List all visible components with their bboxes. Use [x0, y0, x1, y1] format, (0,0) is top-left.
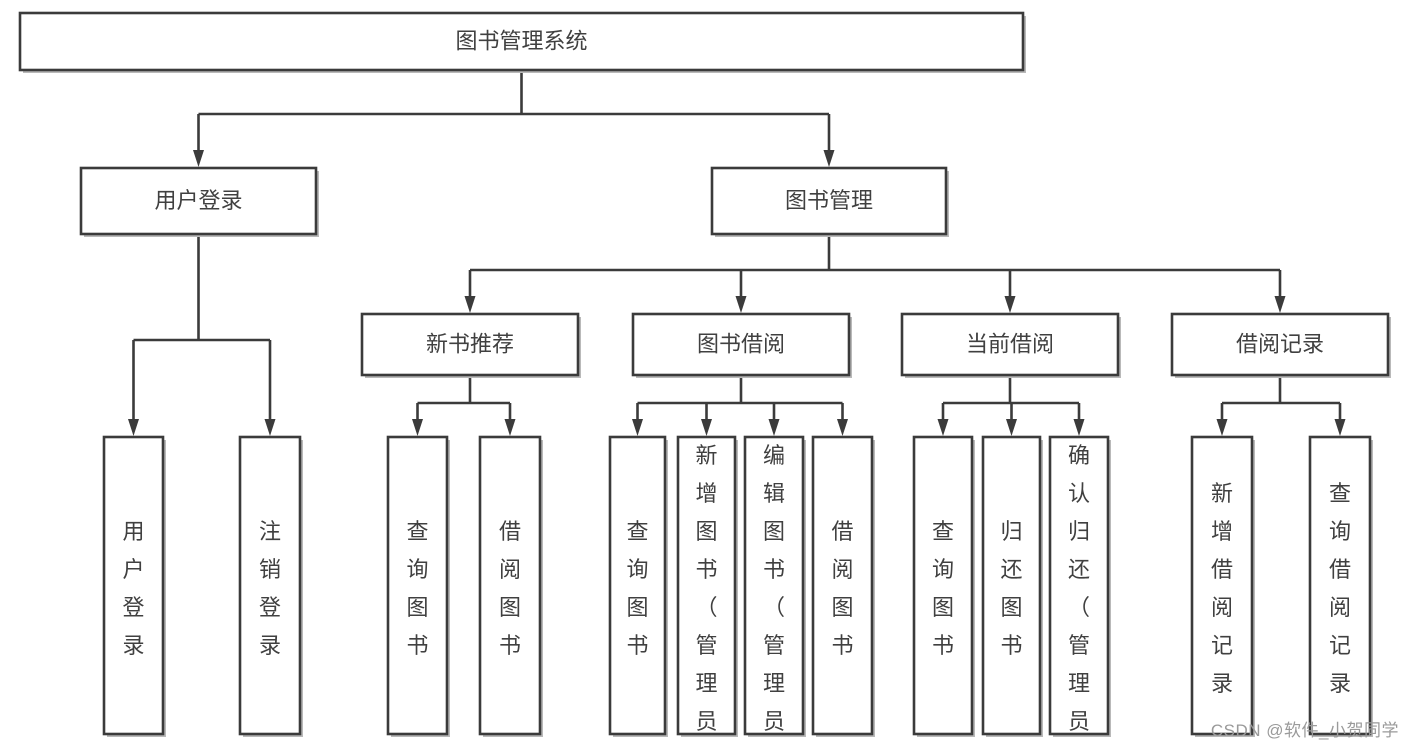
node-box: [79, 166, 318, 236]
arrow-head-icon: [1006, 419, 1017, 436]
arrow-head-icon: [768, 419, 780, 436]
node-leaf-new-query[interactable]: 查询图书: [386, 435, 450, 737]
edge-group: [193, 70, 835, 167]
arrow-head-icon: [464, 296, 476, 313]
node-leaf-bw-borrow[interactable]: 借阅图书: [811, 435, 875, 737]
node-layer: 图书管理系统用户登录图书管理新书推荐图书借阅当前借阅借阅记录用户登录注销登录查询…: [18, 11, 1391, 747]
node-label: 用户登录: [122, 519, 144, 658]
node-box: [386, 435, 449, 736]
node-label: 查询图书: [932, 519, 954, 658]
arrow-head-icon: [937, 419, 949, 436]
node-box: [743, 435, 805, 736]
node-leaf-cur-confirm[interactable]: 确认归还（管理员）: [1048, 435, 1111, 747]
arrow-head-icon: [1334, 419, 1346, 436]
edge-group: [1216, 375, 1346, 436]
node-records[interactable]: 借阅记录: [1170, 312, 1391, 378]
node-box: [811, 435, 874, 736]
node-box: [1190, 435, 1254, 736]
node-current[interactable]: 当前借阅: [900, 312, 1121, 378]
arrow-head-icon: [735, 296, 747, 313]
node-leaf-rec-query[interactable]: 查询借阅记录: [1308, 435, 1373, 737]
edge-group: [937, 375, 1085, 436]
node-label: 新增借阅记录: [1211, 481, 1233, 696]
arrow-head-icon: [1274, 296, 1286, 313]
node-box: [676, 435, 737, 736]
node-label: 用户登录: [154, 188, 242, 213]
arrow-head-icon: [632, 419, 643, 436]
node-box: [912, 435, 974, 736]
arrow-head-icon: [264, 419, 276, 436]
node-bookmgmt[interactable]: 图书管理: [710, 166, 949, 237]
watermark-text: CSDN @软件_小贺同学: [1210, 721, 1399, 740]
node-box: [981, 435, 1042, 736]
node-label: 注销登录: [259, 519, 281, 658]
node-label: 查询图书: [626, 519, 648, 658]
arrow-head-icon: [504, 419, 516, 436]
arrow-head-icon: [837, 419, 848, 436]
node-leaf-user-login[interactable]: 用户登录: [102, 435, 166, 737]
node-box: [1308, 435, 1372, 736]
node-newbook[interactable]: 新书推荐: [360, 312, 581, 378]
edge-group: [412, 375, 516, 436]
node-root[interactable]: 图书管理系统: [18, 11, 1026, 73]
node-label: 新书推荐: [426, 331, 514, 356]
node-label: 图书管理: [785, 188, 873, 213]
node-label: 归还图书: [1000, 519, 1022, 658]
arrow-head-icon: [1216, 419, 1228, 436]
node-box: [102, 435, 165, 736]
node-box: [608, 435, 667, 736]
node-label: 图书借阅: [697, 331, 785, 356]
node-login[interactable]: 用户登录: [79, 166, 319, 237]
node-leaf-bw-edit[interactable]: 编辑图书（管理员）: [743, 435, 806, 747]
node-leaf-cur-return[interactable]: 归还图书: [981, 435, 1043, 737]
node-leaf-new-borrow[interactable]: 借阅图书: [478, 435, 543, 737]
node-label: 借阅图书: [831, 519, 853, 658]
node-leaf-cur-query[interactable]: 查询图书: [912, 435, 975, 737]
arrow-head-icon: [1073, 419, 1085, 436]
node-label: 当前借阅: [966, 331, 1054, 356]
node-box: [238, 435, 302, 736]
node-box: [18, 11, 1025, 72]
node-label: 图书管理系统: [455, 28, 587, 53]
connector-layer: [128, 70, 1346, 436]
edge-group: [464, 234, 1286, 313]
node-leaf-user-logout[interactable]: 注销登录: [238, 435, 303, 737]
node-label: 查询借阅记录: [1329, 481, 1351, 696]
node-box: [478, 435, 542, 736]
node-leaf-bw-add[interactable]: 新增图书（管理员）: [676, 435, 738, 747]
node-label: 确认归还（管理员）: [1068, 443, 1090, 747]
arrow-head-icon: [701, 419, 712, 436]
arrow-head-icon: [128, 419, 139, 436]
node-box: [1048, 435, 1110, 736]
arrow-head-icon: [193, 150, 204, 167]
node-label: 查询图书: [406, 519, 428, 658]
arrow-head-icon: [1004, 296, 1016, 313]
node-box: [360, 312, 580, 377]
edge-group: [632, 375, 848, 436]
arrow-head-icon: [823, 150, 835, 167]
node-label: 编辑图书（管理员）: [763, 443, 785, 747]
edge-group: [128, 234, 276, 436]
node-leaf-rec-add[interactable]: 新增借阅记录: [1190, 435, 1255, 737]
node-box: [900, 312, 1120, 377]
arrow-head-icon: [412, 419, 423, 436]
node-label: 借阅图书: [499, 519, 521, 658]
node-label: 新增图书（管理员）: [695, 443, 717, 747]
node-label: 借阅记录: [1236, 331, 1324, 356]
node-leaf-bw-query[interactable]: 查询图书: [608, 435, 668, 737]
node-box: [631, 312, 851, 377]
node-box: [710, 166, 948, 236]
node-box: [1170, 312, 1390, 377]
node-borrow[interactable]: 图书借阅: [631, 312, 852, 378]
